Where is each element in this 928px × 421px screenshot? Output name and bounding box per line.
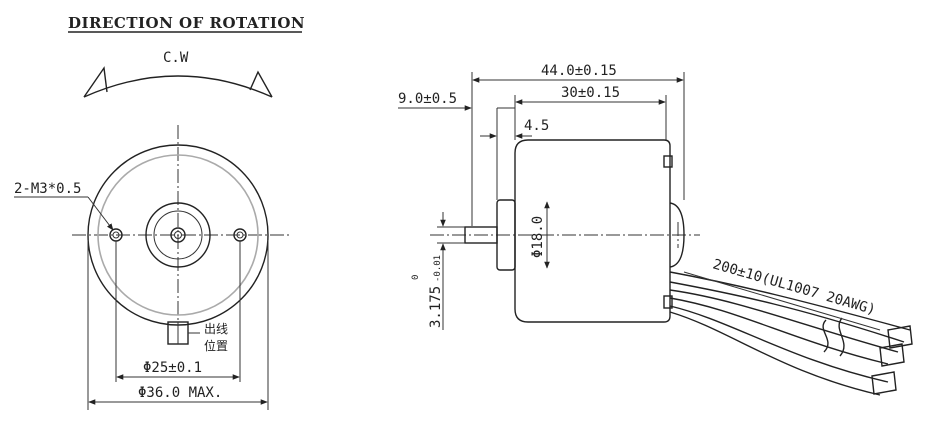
shaft-tolerance-lower: -0.01 — [433, 255, 443, 282]
lead-wire-leader — [683, 271, 881, 331]
shaft-tolerance-upper: 0 — [411, 275, 421, 280]
lead-exit-label-1: 出线 — [204, 322, 228, 336]
lead-wire-1b — [669, 281, 905, 343]
shaft-length-label: 9.0±0.5 — [398, 91, 457, 107]
mounting-hole-right-inner — [236, 231, 244, 239]
motor-body — [514, 139, 671, 323]
side-view: Φ18.0 44.0±0.15 30±0.15 9.0±0.5 4.5 3.17… — [398, 63, 913, 396]
wire-end-3 — [871, 371, 897, 395]
motor-inner-ring — [97, 154, 259, 316]
wire-break-mark-2 — [838, 317, 845, 357]
rear-tab-top — [663, 155, 673, 168]
rotation-arrowhead-right — [249, 70, 273, 98]
shaft-circle-inner — [174, 231, 182, 239]
overall-length-label: 44.0±0.15 — [541, 63, 617, 79]
body-diameter-label: Φ36.0 MAX. — [138, 385, 222, 401]
rear-tab-bottom — [663, 295, 673, 309]
mounting-hole-left-inner — [112, 231, 120, 239]
lead-wire-3 — [669, 305, 889, 383]
shaft-circle-outer — [170, 227, 186, 243]
lead-wire-1 — [669, 271, 911, 331]
hole-pitch-label: Φ25±0.1 — [143, 360, 202, 376]
front-view: DIRECTION OF ROTATION C.W 2-M3*0.5 出线 位置 — [14, 14, 305, 410]
wire-break-mark-1 — [822, 319, 829, 353]
lead-wire-2b — [669, 297, 889, 365]
shaft-diameter-label: 3.175 — [428, 286, 444, 328]
rotation-title: DIRECTION OF ROTATION — [68, 14, 305, 32]
lead-exit-label-2: 位置 — [204, 338, 228, 353]
boss-length-label: 4.5 — [524, 118, 549, 134]
rotation-arc — [83, 75, 273, 98]
boss-inner-circle — [153, 210, 203, 260]
rotation-label: C.W — [163, 50, 189, 66]
rotation-arrowhead-left — [83, 66, 108, 98]
wire-end-2 — [879, 343, 905, 367]
body-length-label: 30±0.15 — [561, 85, 620, 101]
boss-circle — [145, 202, 211, 268]
shaft — [464, 226, 498, 244]
lead-wire-3b — [669, 311, 881, 396]
screw-label: 2-M3*0.5 — [14, 181, 81, 197]
screw-leader — [87, 196, 114, 231]
boss-diameter-label: Φ18.0 — [530, 216, 546, 258]
lead-wire-2 — [669, 289, 899, 353]
rear-end-cap — [669, 202, 685, 268]
wire-end-1 — [887, 325, 913, 349]
